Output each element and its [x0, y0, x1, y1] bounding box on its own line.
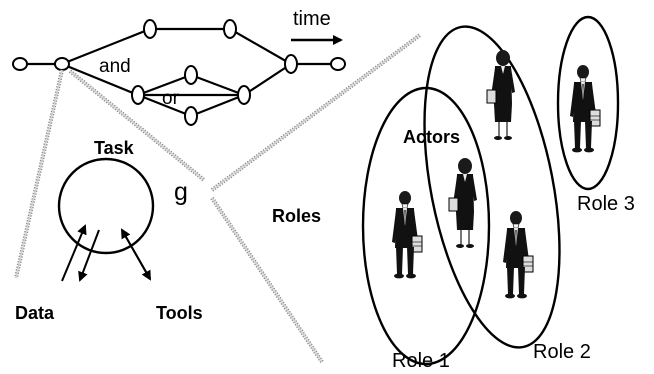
- workflow-node: [330, 57, 346, 71]
- workflow-node: [184, 65, 198, 85]
- data-arrow-in: [61, 224, 87, 282]
- roles-detail: Roles Actors Role 1 Role 2 Role 3: [272, 15, 635, 372]
- zoom-lines: [14, 33, 422, 364]
- edge-lower: [61, 62, 292, 97]
- data-arrow-out: [78, 229, 100, 282]
- role-3-label: Role 3: [577, 193, 635, 215]
- task-title: Task: [94, 138, 135, 158]
- workflow-node: [223, 19, 237, 39]
- workflow-node: [284, 54, 298, 74]
- workflow-node: [143, 19, 157, 39]
- role-3-ellipse: [556, 15, 620, 191]
- edge-and-upper: [61, 27, 292, 66]
- role-2-label: Role 2: [533, 341, 591, 363]
- workflow-node: [184, 106, 198, 126]
- time-label: time: [293, 8, 331, 30]
- tools-arrow-in: [121, 228, 151, 280]
- workflow-node: [131, 85, 145, 105]
- workflow-node: [237, 85, 251, 105]
- and-label: and: [99, 56, 131, 77]
- roles-label: Roles: [272, 206, 321, 226]
- workflow-node: [54, 57, 70, 71]
- actor-man: [502, 210, 534, 299]
- actors-label: Actors: [403, 127, 460, 147]
- workflow-node: [12, 57, 28, 71]
- role-1-label: Role 1: [392, 350, 450, 372]
- workflow-graph: and or time: [12, 8, 346, 126]
- data-label: Data: [15, 303, 55, 323]
- task-symbol: g: [174, 178, 188, 206]
- actor-man: [391, 190, 423, 279]
- tools-label: Tools: [156, 303, 203, 323]
- or-label: or: [162, 88, 180, 109]
- actor-man: [569, 64, 601, 153]
- actor-woman: [448, 157, 478, 249]
- task-circle: [57, 157, 155, 255]
- role-2-ellipse: [423, 25, 561, 349]
- task-detail: Task g Data Tools: [15, 138, 203, 323]
